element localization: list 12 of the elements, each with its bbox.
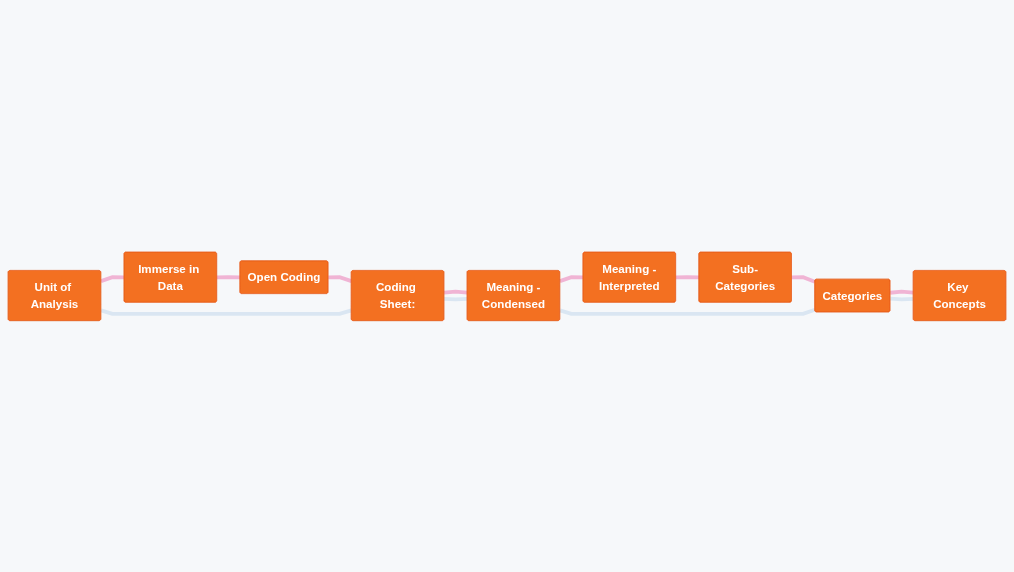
connector <box>791 274 816 284</box>
connector <box>100 274 125 283</box>
connector <box>216 274 241 279</box>
connector <box>444 296 468 301</box>
connector <box>443 289 468 295</box>
connector <box>559 307 816 316</box>
connector <box>328 274 352 283</box>
connector <box>890 296 914 301</box>
connector <box>675 274 700 279</box>
connector <box>100 308 352 316</box>
connector <box>559 274 584 283</box>
connector <box>890 289 914 295</box>
